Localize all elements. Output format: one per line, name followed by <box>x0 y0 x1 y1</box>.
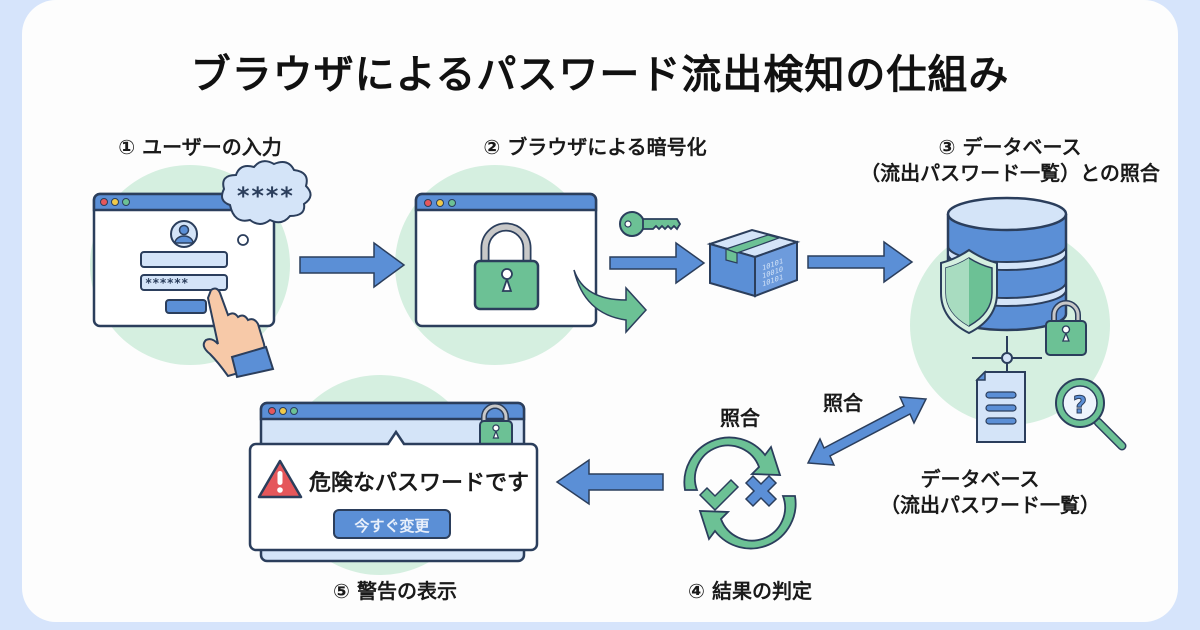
database-caption-line1: データベース <box>920 467 1040 491</box>
check-mark-icon <box>698 478 740 512</box>
flow-arrow-result-to-warning <box>555 458 664 506</box>
step5-label: ⑤ 警告の表示 <box>333 579 457 603</box>
username-field <box>140 251 228 268</box>
network-connector-icon <box>972 336 1042 372</box>
warning-message: 危険なパスワードです <box>309 471 530 496</box>
step4-label: ④ 結果の判定 <box>688 579 812 603</box>
password-field <box>140 274 228 291</box>
compare-cycle-label: 照合 <box>720 406 760 430</box>
password-field-value: ****** <box>145 276 189 290</box>
compare-arrow-label: 照合 <box>823 391 863 415</box>
flow-arrow-1-to-2 <box>299 241 406 289</box>
page-title: ブラウザによるパスワード流出検知の仕組み <box>190 52 1010 98</box>
change-now-button[interactable]: 今すぐ変更 <box>333 509 451 539</box>
step3-label-line2: （流出パスワード一覧）との照合 <box>860 161 1160 185</box>
user-avatar-icon <box>170 220 198 248</box>
document-list-icon <box>975 370 1026 443</box>
thought-cloud-icon <box>221 160 312 246</box>
database-padlock-icon <box>1045 300 1087 356</box>
warning-popup <box>248 429 539 552</box>
cross-mark-icon <box>744 474 778 508</box>
encrypted-package-icon: 10101 10010 10101 <box>706 228 801 298</box>
svg-text:?: ? <box>1073 391 1087 419</box>
cycle-arrows-icon <box>683 436 797 550</box>
warning-padlock-icon <box>479 403 513 450</box>
pointing-hand-icon <box>202 287 275 379</box>
shield-icon <box>940 248 998 335</box>
flow-arrow-package-to-database <box>807 240 914 284</box>
thought-bubble-text: **** <box>236 182 294 210</box>
key-icon <box>619 211 682 237</box>
step3-label-line1: ③ データベース <box>938 135 1082 159</box>
padlock-icon <box>473 222 540 311</box>
login-button <box>165 299 207 314</box>
database-caption-line2: （流出パスワード一覧） <box>880 493 1100 517</box>
flow-arrow-2-to-package <box>609 241 706 285</box>
step1-label: ① ユーザーの入力 <box>118 135 282 159</box>
compare-double-arrow <box>806 396 928 466</box>
warning-triangle-icon <box>257 459 303 499</box>
step2-label: ② ブラウザによる暗号化 <box>483 135 707 159</box>
magnifier-question-icon: ? <box>1055 378 1127 451</box>
encrypt-curved-arrow <box>573 269 648 334</box>
